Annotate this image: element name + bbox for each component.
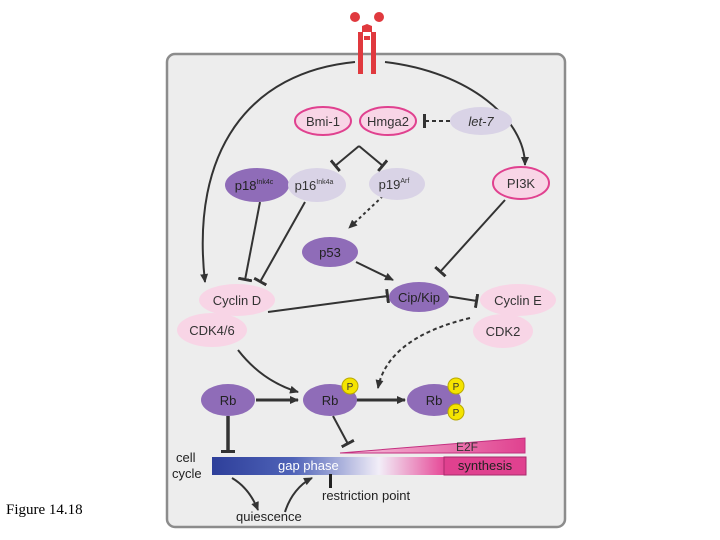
cdk46-label: CDK4/6 [189,323,235,338]
inhibit-hmga2-to-p19 [358,145,389,173]
rb-phospho-label: Rb [322,393,339,408]
node-cdk46: CDK4/6 [177,313,247,347]
node-p16: p16Ink4a [288,168,346,202]
node-cyclin-e: Cyclin E [480,284,556,316]
p53-label: p53 [319,245,341,260]
hmga2-label: Hmga2 [367,114,409,129]
svg-text:p19Arf: p19Arf [379,177,410,192]
inhibit-cyclind-to-cipkip [267,288,390,313]
p19-superscript: Arf [400,178,409,185]
receptor-icon [350,12,384,74]
connectors [200,61,529,513]
node-cip-kip: Cip/Kip [389,282,449,312]
arrow-receptor-to-pi3k [384,61,529,166]
gap-phase-label: gap phase [278,458,339,473]
p18-superscript: Ink4c [256,179,273,186]
node-cyclin-d: Cyclin D [199,284,275,316]
node-rb-phospho: Rb P [303,377,359,416]
p18-label: p18 [235,178,257,193]
e2f-label: E2F [456,440,478,454]
node-rb: Rb [201,384,255,416]
inhibit-cipkip-to-cycline [445,293,480,309]
cyclin-e-label: Cyclin E [494,293,542,308]
inhibit-p18-to-cdk [237,201,261,283]
inhibit-pi3k-to-cipkip [434,199,506,278]
node-rb-hyperphospho: Rb P P [407,377,465,421]
node-let7: let-7 [450,107,512,135]
arrow-p53-to-cipkip [355,261,394,281]
arrow-cdk46-to-rb [237,349,299,394]
node-bmi1: Bmi-1 [294,106,352,136]
e2f-wedge [339,437,526,454]
inhibit-p16-to-cdk [253,201,306,287]
cell-cycle-bar: E2F gap phase synthesis [212,437,527,488]
arrow-from-quiescence [284,477,313,513]
synthesis-label: synthesis [458,458,513,473]
node-p53: p53 [302,237,358,267]
node-p18: p18Ink4c [225,168,289,202]
arrow-to-quiescence [231,477,259,511]
bmi1-label: Bmi-1 [306,114,340,129]
cyclin-d-label: Cyclin D [213,293,261,308]
restriction-point-label: restriction point [322,488,411,503]
synthesis-bar [443,456,527,476]
dotted-p19-to-p53 [348,195,384,229]
node-p19: p19Arf [369,168,425,200]
phosphate-badge: P [347,382,354,393]
let7-label: let-7 [468,114,494,129]
figure-caption: Figure 14.18 [6,502,83,518]
inhibit-hmga2-to-p16 [329,145,360,173]
cip-kip-label: Cip/Kip [398,290,440,305]
pi3k-label: PI3K [507,176,536,191]
rb-label: Rb [220,393,237,408]
restriction-point-marker [329,474,332,488]
p16-superscript: Ink4a [316,179,333,186]
rb-hyperphospho-label: Rb [426,393,443,408]
node-hmga2: Hmga2 [359,106,417,136]
arrow-receptor-to-cyclin-d [200,61,356,283]
node-pi3k: PI3K [492,166,550,200]
gap-phase-bar [212,457,444,475]
quiescence-label: quiescence [236,509,302,524]
svg-text:p18Ink4c: p18Ink4c [235,178,274,193]
phosphate-badge-1: P [453,382,460,393]
phosphate-badge-2: P [453,408,460,419]
dotted-cdk2-to-rbp [375,317,471,389]
p19-label: p19 [379,177,401,192]
cell-cycle-label-2: cycle [172,466,202,481]
inhibit-rbp-to-e2f [332,415,355,449]
p16-label: p16 [295,178,317,193]
node-cdk2: CDK2 [473,314,533,348]
cell-cycle-label-1: cell [176,450,196,465]
svg-text:p16Ink4a: p16Ink4a [295,178,334,193]
cdk2-label: CDK2 [486,324,521,339]
